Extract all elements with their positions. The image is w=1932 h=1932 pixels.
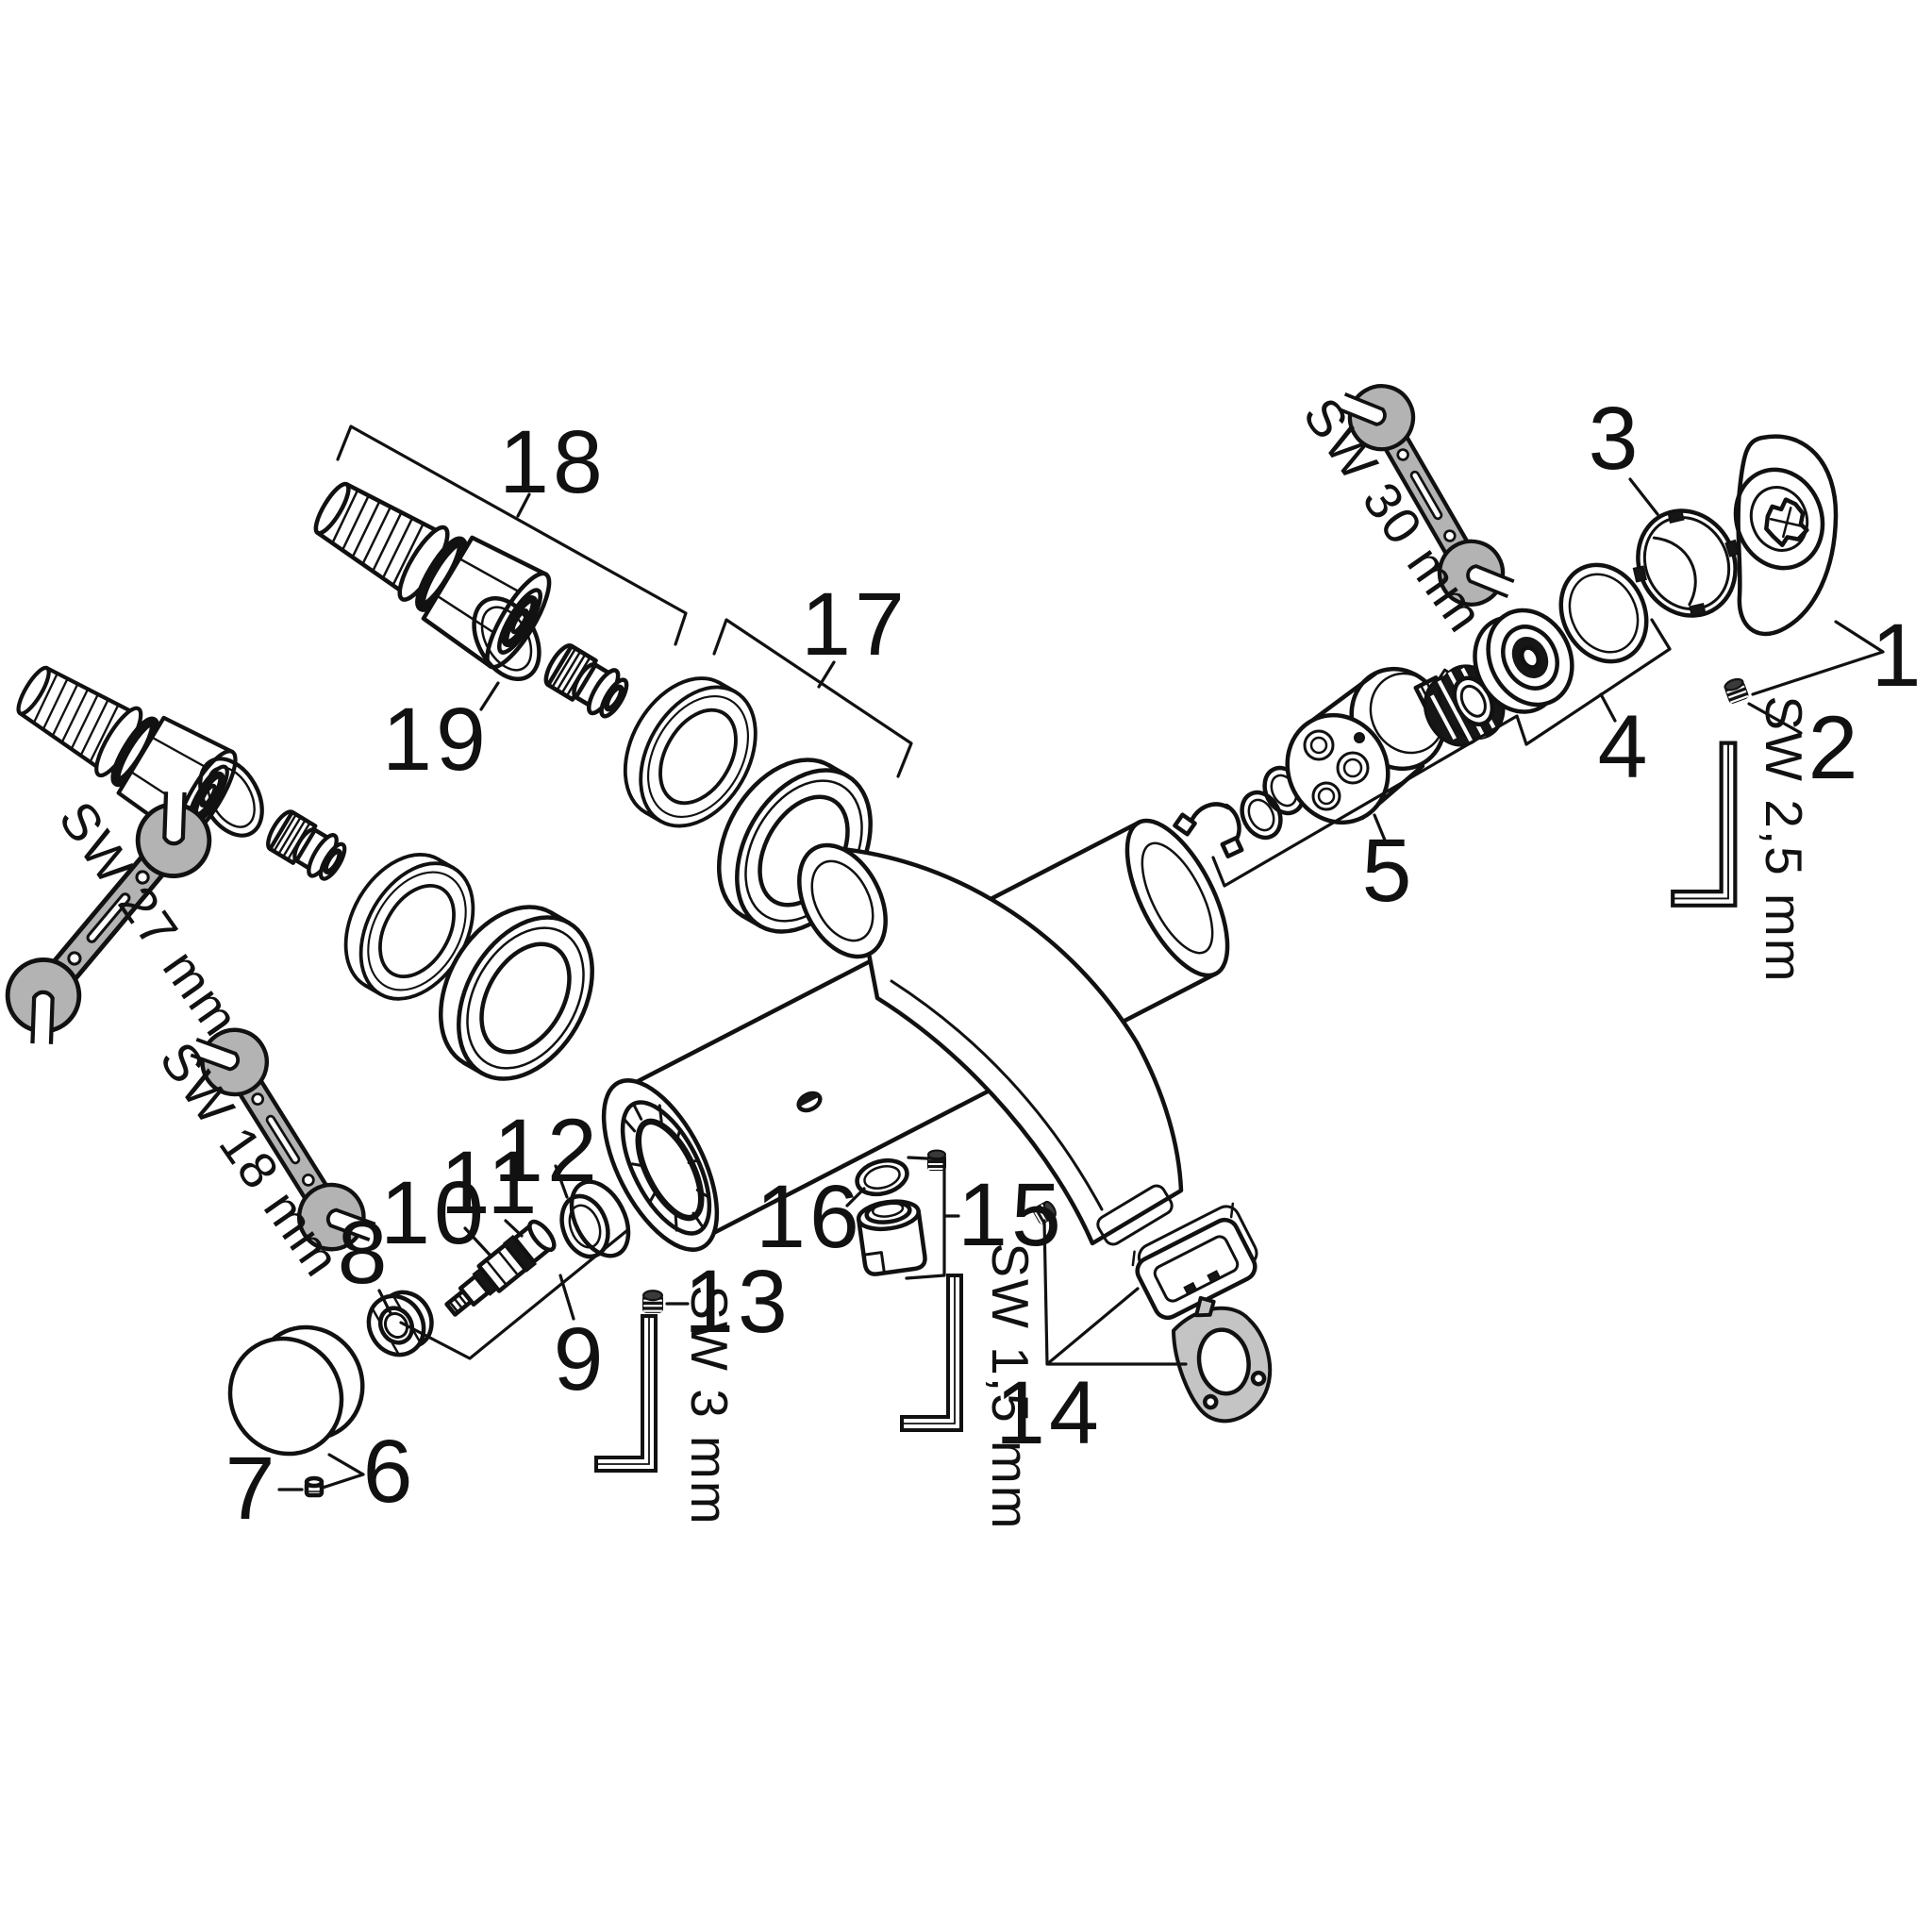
bracket-9 (399, 1229, 628, 1360)
leader-16 (845, 1187, 866, 1208)
collar-ribs (623, 1102, 710, 1232)
body-service-hole (796, 1091, 823, 1113)
part-1-handle (1733, 434, 1839, 637)
faucet-spout (797, 842, 1184, 1246)
part-label-7: 7 (225, 1439, 279, 1539)
leader-19 (479, 681, 500, 711)
part-5-cartridge-clip (1173, 802, 1244, 858)
hose-nipple-lower (262, 807, 351, 885)
part-label-19: 19 (382, 690, 490, 790)
part-label-9: 9 (554, 1309, 608, 1409)
handle-spline-hub (1764, 497, 1809, 548)
bracket-5 (1211, 714, 1528, 888)
hose-nipple-upper (540, 641, 633, 724)
bracket-15 (905, 1156, 960, 1280)
sw1-5-hex-key-icon (900, 1274, 963, 1432)
part-label-11: 11 (441, 1133, 541, 1233)
faucet-body (569, 818, 1230, 1258)
part-label-6: 6 (363, 1422, 417, 1522)
sw1-5-label: SW 1,5 mm (981, 1242, 1040, 1530)
part-10-11-shut-off-valve (444, 1219, 557, 1317)
part-label-18: 18 (499, 412, 607, 512)
part-13-set-screw (641, 1290, 664, 1313)
sw2-5-label: SW 2,5 mm (1755, 695, 1813, 983)
leader-1 (1751, 620, 1885, 696)
part-label-15: 15 (958, 1165, 1065, 1265)
part-6-handle-knob (227, 1324, 365, 1457)
leader-3 (1628, 477, 1659, 516)
part-2-set-screw (1722, 675, 1750, 705)
part-label-17: 17 (801, 575, 908, 675)
part-label-13: 13 (684, 1252, 791, 1352)
leader-11 (504, 1219, 524, 1238)
part-label-3: 3 (1589, 389, 1642, 489)
sw3-label: SW 3 mm (680, 1285, 739, 1525)
bracket-17 (712, 618, 913, 778)
part-label-14: 14 (995, 1363, 1103, 1463)
leader-2 (1747, 702, 1803, 735)
part-label-10: 10 (380, 1163, 488, 1263)
part-7-knob-screw (307, 1478, 322, 1495)
part-label-5: 5 (1362, 821, 1416, 921)
part-3-retaining-ring (1632, 508, 1740, 618)
part-15-aerator (856, 1149, 946, 1276)
leader-8 (377, 1289, 392, 1315)
part-label-2: 2 (1808, 698, 1862, 798)
part-label-1: 1 (1872, 606, 1925, 706)
sw2-5-hex-key-icon (1673, 743, 1735, 906)
spout-end-opening (1096, 1184, 1174, 1246)
leader-6 (321, 1453, 365, 1490)
bracket-18 (336, 425, 688, 646)
part-label-12: 12 (493, 1101, 601, 1201)
bracket-4 (1524, 618, 1672, 746)
part-14-gasket (1171, 1295, 1273, 1424)
part-4-seal-washer (1473, 608, 1574, 714)
part-4-o-ring (1558, 562, 1649, 664)
collar-o-ring (569, 1179, 631, 1258)
part-16-aerator-o-ring (855, 1158, 909, 1197)
leader-10 (463, 1226, 491, 1257)
part-14-spout-end-piece (1131, 1202, 1258, 1321)
part-label-8: 8 (338, 1203, 391, 1303)
part-label-16: 16 (756, 1167, 863, 1267)
leader-12 (554, 1164, 569, 1199)
part-label-4: 4 (1598, 697, 1652, 797)
bracket-14 (1042, 1219, 1188, 1366)
